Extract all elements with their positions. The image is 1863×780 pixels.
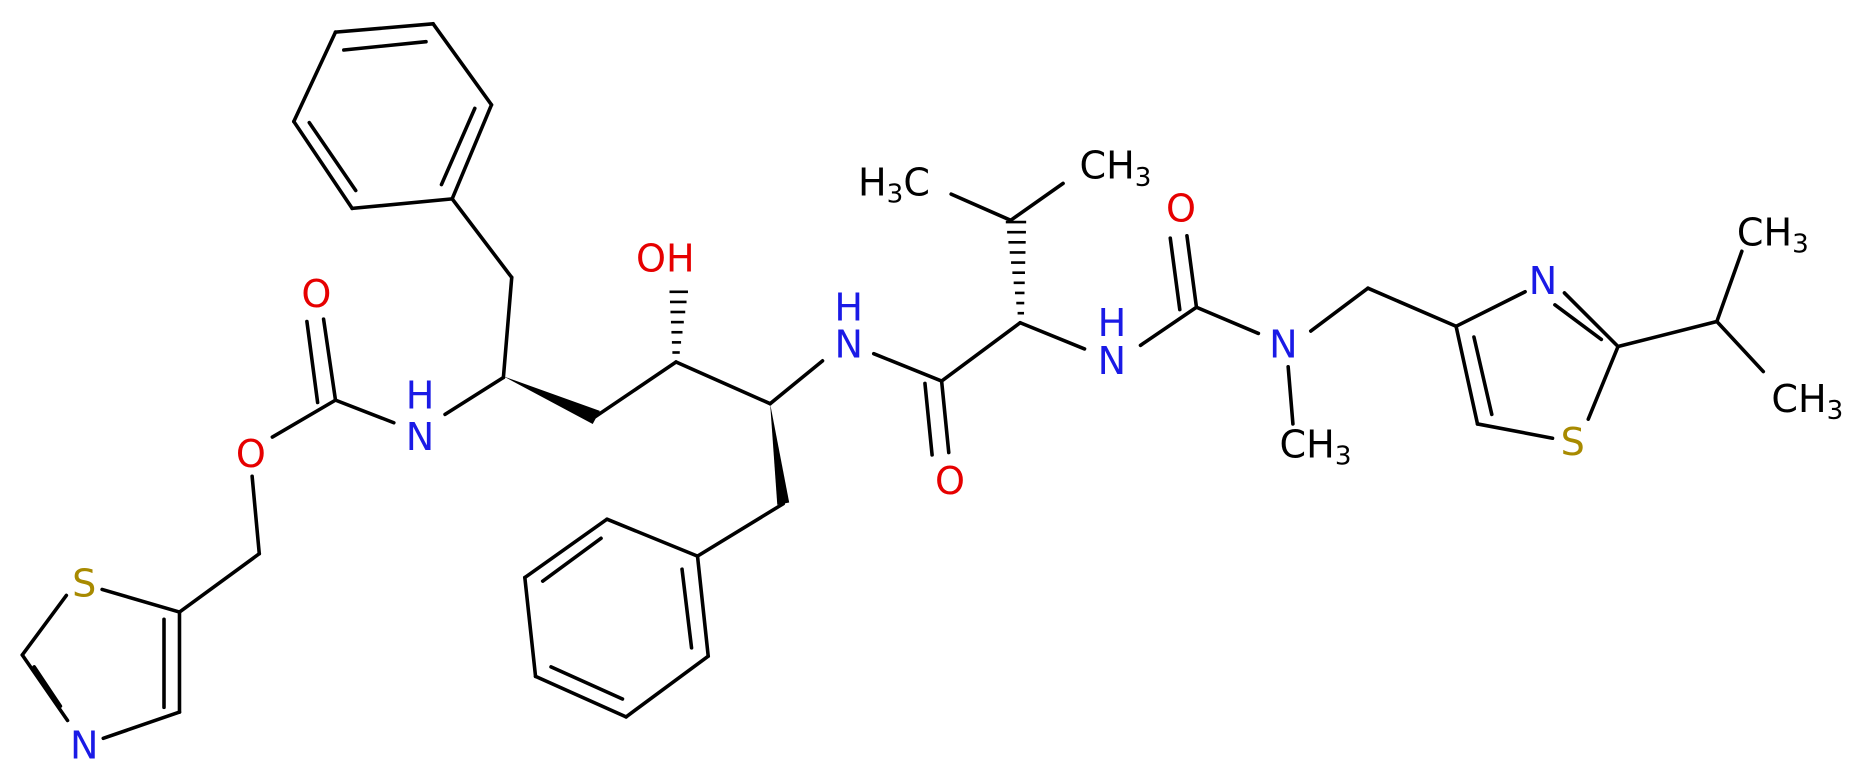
- svg-text:N: N: [1098, 339, 1126, 383]
- atom-labels: O O S N H N OH H N O H3C CH3 O H N N CH3…: [70, 144, 1843, 768]
- hashed-bond-hydroxyl: [669, 290, 688, 354]
- svg-text:N: N: [834, 322, 862, 366]
- methyl-group-valine-left: H3C: [858, 160, 930, 209]
- hydroxyl-group: OH: [636, 237, 695, 281]
- wedge-bond-benzyl-lower: [770, 403, 790, 505]
- nh-group-amide: H N: [834, 285, 863, 366]
- oxygen-atom-carbamate-ester: O: [236, 432, 266, 476]
- oxygen-atom-carbamate-carbonyl: O: [301, 272, 331, 316]
- oxygen-atom-amide: O: [935, 459, 965, 503]
- svg-text:H: H: [406, 373, 435, 417]
- svg-text:H: H: [834, 285, 863, 329]
- stereo-bonds: [503, 220, 1027, 505]
- wedge-bond-c-n-carbamate: [503, 376, 600, 424]
- nh-group-urea: H N: [1098, 301, 1127, 383]
- nitrogen-atom-urea-methylated: N: [1269, 322, 1298, 366]
- sulfur-atom-left-thiazole: S: [72, 562, 96, 606]
- hashed-bond-valine: [1005, 220, 1027, 315]
- sulfur-atom-right-thiazole: S: [1561, 420, 1585, 464]
- nh-group-carbamate: H N: [406, 373, 435, 459]
- methyl-group-valine-right: CH3: [1080, 144, 1152, 193]
- methyl-group-isopropyl-top: CH3: [1737, 210, 1809, 259]
- svg-text:N: N: [406, 415, 435, 459]
- methyl-group-isopropyl-bottom: CH3: [1771, 377, 1843, 426]
- nitrogen-atom-left-thiazole: N: [70, 724, 99, 768]
- bond-lines: [20, 22, 1766, 741]
- methyl-group-n-methyl: CH3: [1280, 422, 1352, 471]
- oxygen-atom-urea: O: [1166, 186, 1196, 230]
- nitrogen-atom-right-thiazole: N: [1529, 259, 1558, 303]
- svg-text:H: H: [1098, 301, 1127, 345]
